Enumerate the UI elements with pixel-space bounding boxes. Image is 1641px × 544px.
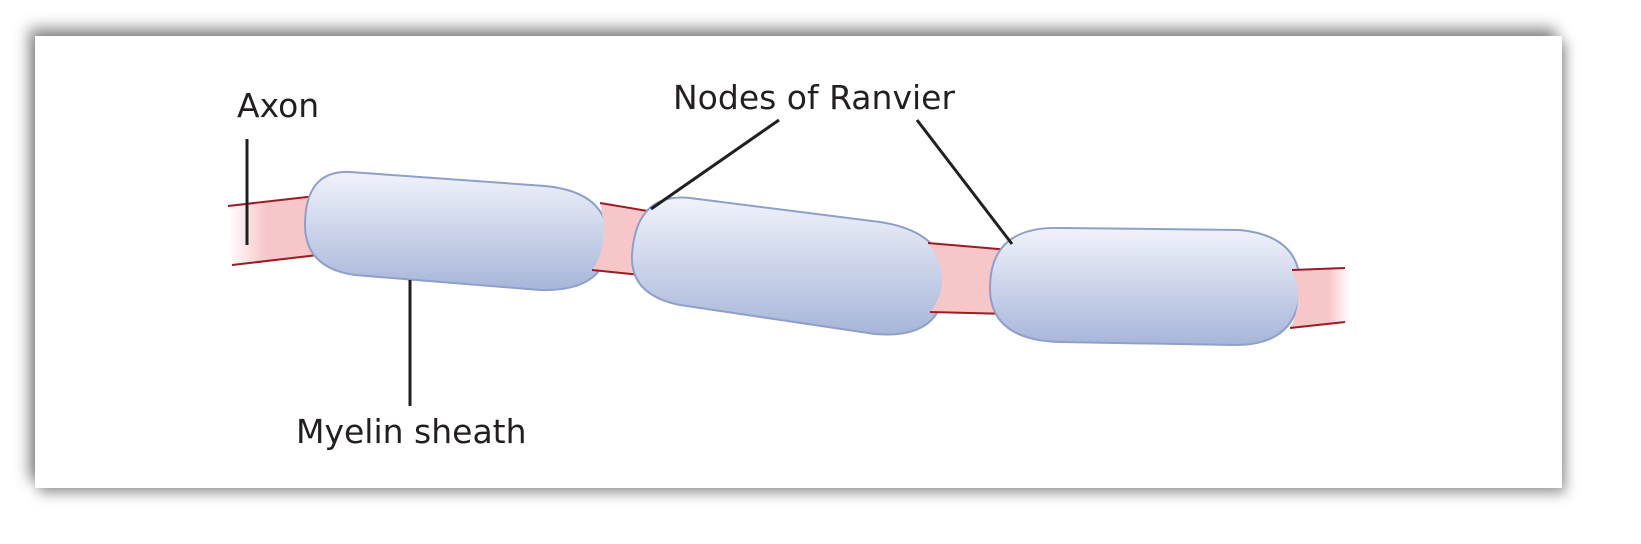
node-2-leader-line: [915, 119, 1014, 245]
myelin-sheath-3: [988, 226, 1302, 347]
axon-label: Axon: [237, 86, 319, 125]
myelin-sheath-label: Myelin sheath: [296, 412, 527, 451]
myelin-sheath-2: [630, 196, 947, 336]
myelin-sheath-1: [303, 170, 610, 292]
node-1-leader-line: [650, 118, 780, 211]
nodes-of-ranvier-label: Nodes of Ranvier: [673, 78, 955, 117]
axon-segment-right: [1289, 267, 1350, 329]
